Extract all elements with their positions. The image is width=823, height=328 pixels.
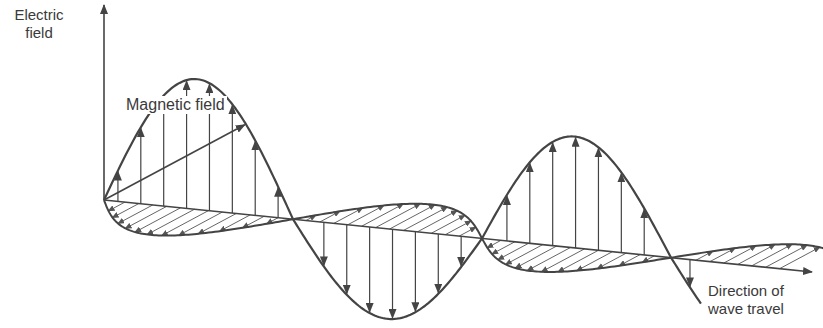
- label-holder: Direction of wave travel: [708, 282, 808, 318]
- axis-label: Magnetic field: [124, 96, 227, 114]
- electric-vector: [140, 128, 141, 203]
- axis-label: Electric field: [3, 6, 75, 42]
- electric-vector: [552, 143, 553, 246]
- electric-vector: [392, 229, 393, 318]
- electric-wave: [104, 79, 701, 319]
- magnetic-vector: [445, 221, 471, 235]
- magnetic-vector: [459, 227, 476, 236]
- electric-vector: [621, 173, 622, 252]
- magnetic-vector: [752, 244, 792, 266]
- magnetic-vector: [506, 245, 543, 265]
- label-holder: Magnetic field: [124, 96, 227, 114]
- magnetic-wave: [104, 200, 823, 272]
- magnetic-axis: [104, 125, 245, 200]
- electric-vector: [529, 163, 530, 243]
- magnetic-vector: [487, 240, 501, 247]
- magnetic-vector: [527, 247, 570, 270]
- electric-vector: [232, 105, 233, 213]
- magnetic-vector: [766, 245, 807, 267]
- magnetic-vector: [118, 205, 153, 224]
- electric-vector: [438, 234, 439, 293]
- electric-vector: [346, 225, 347, 294]
- magnetic-vector: [417, 211, 457, 232]
- electric-vectors: [118, 81, 690, 318]
- field-axis: [103, 5, 105, 200]
- label-holder: Electric field: [3, 6, 75, 42]
- electric-vector: [323, 222, 324, 265]
- electric-vector: [598, 148, 599, 250]
- electric-vector: [506, 196, 507, 241]
- electric-vector: [575, 138, 576, 248]
- magnetic-vector: [108, 202, 124, 211]
- travel-axis: [104, 200, 812, 272]
- magnetic-vector: [498, 243, 529, 259]
- electric-vector: [117, 172, 118, 202]
- electric-vector: [689, 260, 690, 287]
- magnetic-vector: [403, 207, 447, 230]
- electric-vector: [415, 232, 416, 312]
- magnetic-vector: [515, 246, 556, 268]
- magnetic-vector: [125, 206, 166, 228]
- electric-vector: [278, 188, 279, 218]
- axis-label: Direction of wave travel: [708, 282, 808, 318]
- electric-vector: [461, 236, 462, 266]
- magnetic-curve: [104, 200, 823, 272]
- electric-curve: [104, 79, 701, 319]
- electric-vector: [644, 209, 645, 255]
- magnetic-vector: [780, 247, 820, 268]
- magnetic-vector: [542, 249, 585, 272]
- magnetic-vector: [113, 204, 139, 218]
- electric-vector: [255, 141, 256, 215]
- magnetic-vector: [431, 215, 465, 233]
- axes: [104, 5, 812, 272]
- electric-vector: [369, 227, 370, 312]
